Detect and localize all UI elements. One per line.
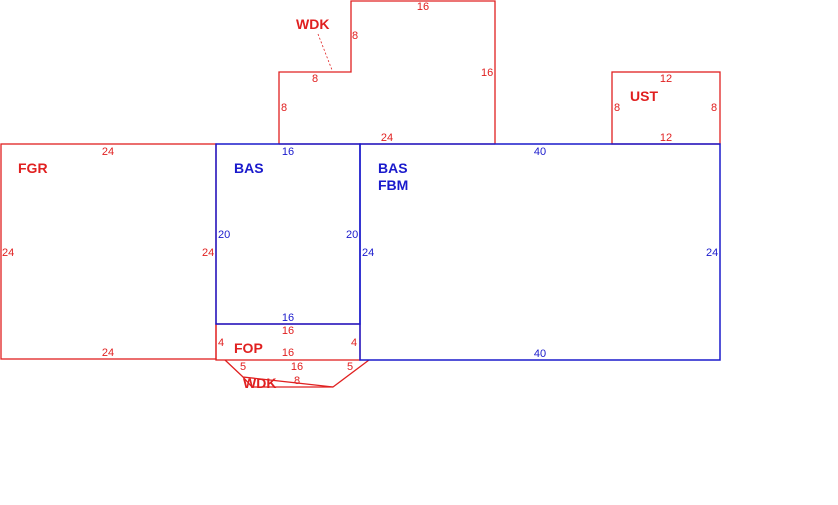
fop-right-dim: 4 xyxy=(351,337,357,349)
fgr-right-dim: 24 xyxy=(202,247,214,259)
wdk-bottom-area[interactable] xyxy=(224,359,370,388)
fop-label: FOP xyxy=(234,340,263,356)
bas-fbm-left-dim: 24 xyxy=(362,247,374,259)
ust-right-dim: 8 xyxy=(711,102,717,114)
bas-small-top-dim: 16 xyxy=(282,146,294,158)
bas-small-right-dim: 20 xyxy=(346,229,358,241)
wdk-bottom-top-dim: 16 xyxy=(291,361,303,373)
wdk-top-top-dim: 16 xyxy=(417,1,429,13)
bas-fbm-area[interactable] xyxy=(359,143,721,361)
wdk-bottom-right-dim: 5 xyxy=(347,361,353,373)
bas-fbm-right-dim: 24 xyxy=(706,247,718,259)
fop-top-dim: 16 xyxy=(282,325,294,337)
wdk-top-label: WDK xyxy=(296,16,329,32)
ust-label: UST xyxy=(630,88,658,104)
wdk-top-right-dim: 16 xyxy=(481,67,493,79)
bas-fbm-bottom-dim: 40 xyxy=(534,348,546,360)
bas-small-left-dim: 20 xyxy=(218,229,230,241)
wdk-bottom-label: WDK xyxy=(243,375,276,391)
wdk-top-area[interactable] xyxy=(278,0,496,144)
wdk-top-left-dim: 8 xyxy=(281,102,287,114)
fgr-label: FGR xyxy=(18,160,48,176)
fgr-left-dim: 24 xyxy=(2,247,14,259)
wdk-top-step-dim: 8 xyxy=(312,73,318,85)
bas-small-label: BAS xyxy=(234,160,264,176)
bas-fbm-label-2: FBM xyxy=(378,177,408,193)
fgr-area[interactable] xyxy=(0,143,217,360)
wdk-top-riser-dim: 8 xyxy=(352,30,358,42)
fop-left-dim: 4 xyxy=(218,337,224,349)
wdk-top-leader-line xyxy=(317,33,333,71)
bas-fbm-top-dim: 40 xyxy=(534,146,546,158)
fop-bottom-dim: 16 xyxy=(282,347,294,359)
fgr-top-dim: 24 xyxy=(102,146,114,158)
ust-left-dim: 8 xyxy=(614,102,620,114)
wdk-top-base-dim: 24 xyxy=(381,132,393,144)
ust-bottom-dim: 12 xyxy=(660,132,672,144)
bas-fbm-label-1: BAS xyxy=(378,160,408,176)
ust-top-dim: 12 xyxy=(660,73,672,85)
bas-small-bottom-dim: 16 xyxy=(282,312,294,324)
wdk-bottom-left-dim: 5 xyxy=(240,361,246,373)
fgr-bottom-dim: 24 xyxy=(102,347,114,359)
wdk-bottom-edge xyxy=(242,376,333,388)
wdk-bottom-bottom-dim: 8 xyxy=(294,375,300,387)
